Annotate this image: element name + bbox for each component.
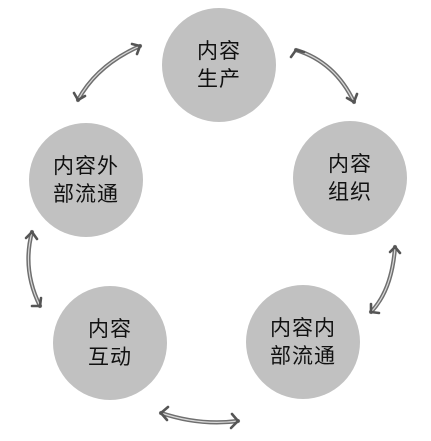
node-label-line2: 部流通 (270, 344, 336, 368)
node-label-line2: 互动 (88, 345, 132, 369)
node-content-interaction: 内容 互动 (53, 286, 167, 400)
arrow-n5-n1 (72, 42, 143, 103)
node-label-line1: 内容 (197, 39, 241, 63)
node-label-line1: 内容 (328, 152, 372, 176)
node-label-line2: 部流通 (53, 182, 119, 206)
node-label-line1: 内容内 (270, 316, 336, 340)
arrow-n3-n4 (158, 405, 241, 430)
node-content-production: 内容 生产 (162, 8, 276, 122)
node-external-circulation: 内容外 部流通 (29, 123, 143, 237)
arrow-n1-n2 (289, 47, 359, 105)
node-label-line1: 内容外 (53, 154, 119, 178)
node-label-line1: 内容 (88, 317, 132, 341)
node-content-organization: 内容 组织 (293, 121, 407, 235)
arrow-n4-n5 (24, 229, 43, 309)
node-label-line2: 生产 (197, 67, 241, 91)
node-label-line2: 组织 (328, 180, 372, 204)
arrow-n2-n3 (368, 244, 402, 315)
node-internal-circulation: 内容内 部流通 (246, 285, 360, 399)
